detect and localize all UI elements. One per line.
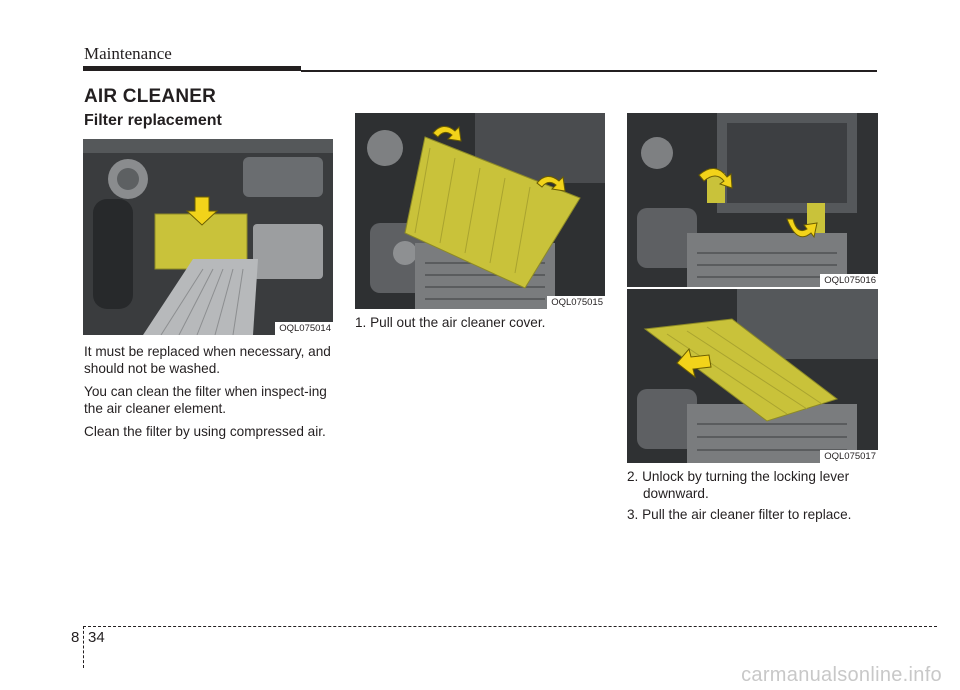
down-arrow-icon [185, 196, 219, 226]
curved-arrow-icon [698, 168, 733, 189]
photo-code: OQL075017 [820, 450, 878, 463]
left-column-text: It must be replaced when necessary, and … [84, 343, 338, 446]
header-title: Maintenance [84, 44, 172, 63]
paragraph: Clean the filter by using compressed air… [84, 424, 326, 439]
footer-rule [83, 626, 937, 627]
step-2: 2. Unlock by turning the locking lever d… [627, 469, 850, 501]
photo-code: OQL075016 [820, 274, 878, 287]
photo-engine-bay-cover: OQL075014 [83, 139, 333, 335]
photo-locking-lever: OQL075016 [627, 113, 878, 287]
section-title: AIR CLEANER [84, 86, 217, 107]
step-1: 1. Pull out the air cleaner cover. [355, 315, 546, 330]
photo-pull-out-filter: OQL075017 [627, 289, 878, 463]
step-3: 3. Pull the air cleaner filter to replac… [627, 507, 852, 522]
page-number: 34 [88, 629, 105, 646]
curved-arrow-icon [536, 175, 566, 192]
paragraph: It must be replaced when necessary, and … [84, 344, 331, 376]
subsection-title: Filter replacement [84, 112, 222, 129]
curved-arrow-icon [786, 218, 818, 239]
arrow-icon [676, 347, 712, 379]
chapter-number: 8 [71, 629, 80, 646]
photo-code: OQL075014 [275, 322, 333, 335]
curved-arrow-icon [432, 125, 462, 142]
photo-code: OQL075015 [547, 296, 605, 309]
header-rule-thin [301, 70, 877, 72]
watermark: carmanualsonline.info [741, 664, 942, 686]
photo-pull-out-cover: OQL075015 [355, 113, 605, 309]
paragraph: You can clean the filter when inspect-in… [84, 384, 327, 416]
header-rule-thick [83, 66, 301, 71]
footer-vertical-rule [83, 626, 84, 668]
